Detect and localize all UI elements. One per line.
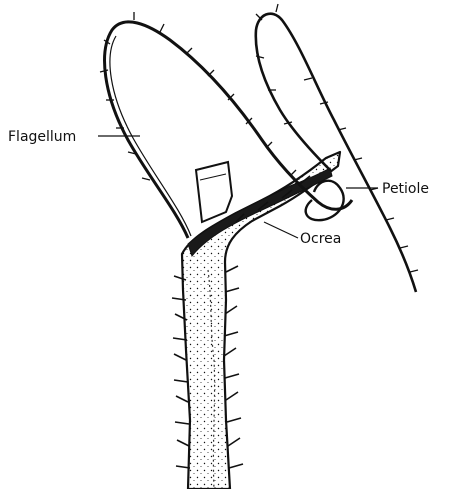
petiole-stub xyxy=(196,162,232,222)
ocrea-leader xyxy=(264,222,298,238)
label-ocrea: Ocrea xyxy=(300,231,341,247)
label-petiole: Petiole xyxy=(382,181,429,197)
label-flagellum: Flagellum xyxy=(8,129,76,145)
